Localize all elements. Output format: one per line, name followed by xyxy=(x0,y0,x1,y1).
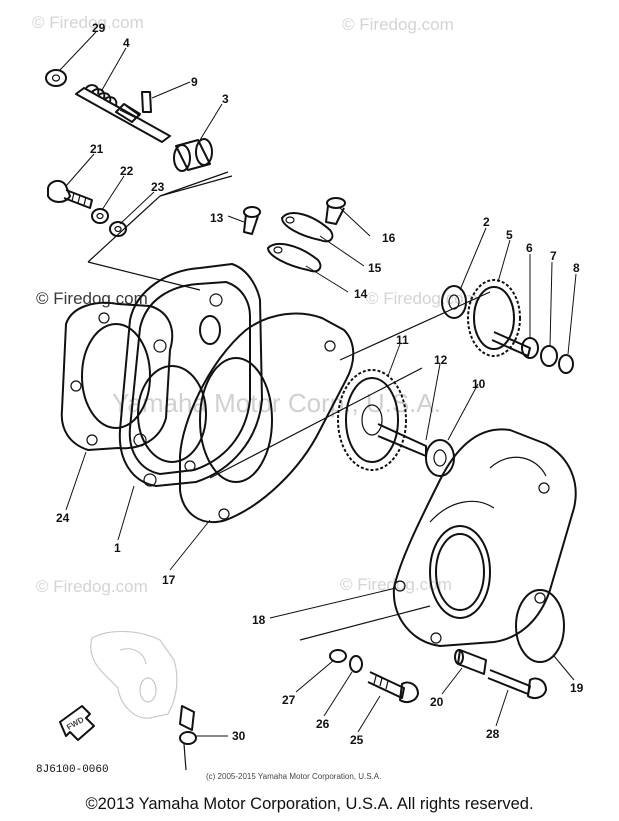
diagram-code: 8J6100-0060 xyxy=(36,764,109,776)
callout-1: 1 xyxy=(114,541,121,555)
callout-18: 18 xyxy=(252,613,266,627)
callout-26: 26 xyxy=(316,717,330,731)
watermark-top-right: © Firedog.com xyxy=(342,15,454,34)
fwd-arrow-icon: FWD xyxy=(59,705,95,741)
collar-7 xyxy=(540,345,558,367)
bolt-21 xyxy=(47,180,93,209)
inner-copyright: (c) 2005-2015 Yamaha Motor Corporation, … xyxy=(206,772,381,781)
washer-29 xyxy=(45,69,67,87)
screw-13 xyxy=(243,206,261,235)
gasket-24 xyxy=(60,301,174,451)
watermark-top-left: © Firedog.com xyxy=(32,13,144,32)
callout-28: 28 xyxy=(486,727,500,741)
callout-2: 2 xyxy=(483,215,490,229)
callout-4: 4 xyxy=(123,36,130,50)
callout-9: 9 xyxy=(191,75,198,89)
pin-9 xyxy=(141,91,152,113)
screw-16 xyxy=(325,197,346,225)
callout-21: 21 xyxy=(90,142,104,156)
shaft-4 xyxy=(75,84,171,143)
callout-24: 24 xyxy=(56,511,70,525)
collar-3 xyxy=(173,138,213,172)
callout-30: 30 xyxy=(232,729,246,743)
dowel-20 xyxy=(454,649,487,675)
callout-3: 3 xyxy=(222,92,229,106)
callout-7: 7 xyxy=(550,249,557,263)
callout-23: 23 xyxy=(151,180,165,194)
callout-numbers: 29 4 9 3 21 22 23 13 16 15 14 2 5 6 7 8 … xyxy=(56,21,584,747)
intake-sketch xyxy=(90,630,178,719)
bearing-10 xyxy=(425,439,455,477)
watermark-low-right: © Firedog.com xyxy=(340,575,452,594)
fwd-label: FWD xyxy=(65,715,85,732)
callout-11: 11 xyxy=(396,333,409,347)
shaft-12 xyxy=(377,423,427,457)
callout-5: 5 xyxy=(506,228,513,242)
gasket-17 xyxy=(179,312,355,523)
leader-lines xyxy=(59,31,577,737)
callout-25: 25 xyxy=(350,733,364,747)
bolt-25 xyxy=(367,671,419,703)
callout-27: 27 xyxy=(282,693,296,707)
callout-6: 6 xyxy=(526,241,533,255)
callout-14: 14 xyxy=(354,287,368,301)
washer-22 xyxy=(91,208,109,224)
washer-27 xyxy=(329,649,347,663)
gasket-14 xyxy=(267,243,322,273)
callout-20: 20 xyxy=(430,695,444,709)
callout-10: 10 xyxy=(472,377,486,391)
gear-5 xyxy=(467,279,531,357)
callout-15: 15 xyxy=(368,261,382,275)
watermark-mid-right: © Firedog.com xyxy=(366,289,478,308)
callout-12: 12 xyxy=(434,353,448,367)
callout-29: 29 xyxy=(92,21,106,35)
callout-22: 22 xyxy=(120,164,134,178)
bolt-28 xyxy=(487,669,547,699)
washer-26 xyxy=(349,655,363,673)
washer-23 xyxy=(109,221,127,237)
callout-19: 19 xyxy=(570,681,584,695)
callout-16: 16 xyxy=(382,231,396,245)
circlip-8 xyxy=(558,354,574,374)
cover-18 xyxy=(392,428,577,647)
hose-clamp-30 xyxy=(179,705,197,771)
plate-15 xyxy=(281,212,334,243)
callout-17: 17 xyxy=(162,573,176,587)
callout-13: 13 xyxy=(210,211,224,225)
callout-8: 8 xyxy=(573,261,580,275)
gear-11 xyxy=(337,369,407,471)
o-ring-19 xyxy=(515,589,565,663)
cover-1 xyxy=(118,263,263,487)
bearing-2 xyxy=(441,285,467,319)
footer-copyright: ©2013 Yamaha Motor Corporation, U.S.A. A… xyxy=(85,795,534,813)
watermark-low-left: © Firedog.com xyxy=(36,577,148,596)
